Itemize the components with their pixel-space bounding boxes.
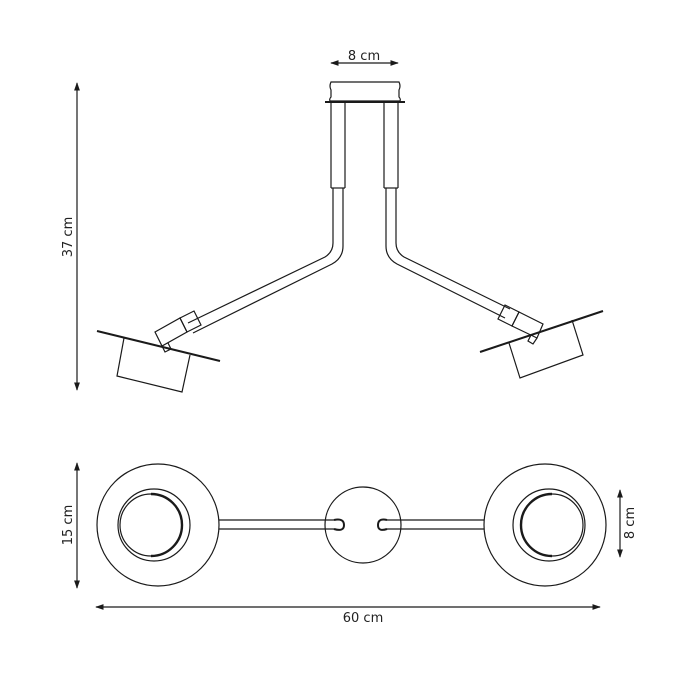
total-width-label: 60 cm	[343, 611, 384, 626]
canopy-width-label: 8 cm	[348, 49, 380, 64]
side-view	[96, 81, 604, 393]
left-arm	[154, 102, 346, 353]
total-height-label: 37 cm	[61, 217, 76, 258]
canopy-top	[324, 486, 402, 564]
right-shade	[479, 310, 604, 379]
dimension-shade-diameter: 8 cm	[617, 489, 638, 558]
shade-diameter-label: 8 cm	[623, 507, 638, 539]
top-view	[96, 463, 607, 587]
arms-top	[219, 519, 484, 530]
dimension-depth: 15 cm	[61, 462, 80, 589]
dimension-total-width: 60 cm	[95, 604, 601, 626]
depth-label: 15 cm	[61, 505, 76, 546]
left-shade	[96, 330, 221, 393]
canopy	[325, 81, 405, 103]
dimension-total-height: 37 cm	[61, 82, 80, 391]
left-shade-top	[96, 463, 220, 587]
right-arm	[383, 102, 544, 345]
dimension-canopy-width: 8 cm	[330, 49, 399, 66]
right-shade-top	[483, 463, 607, 587]
